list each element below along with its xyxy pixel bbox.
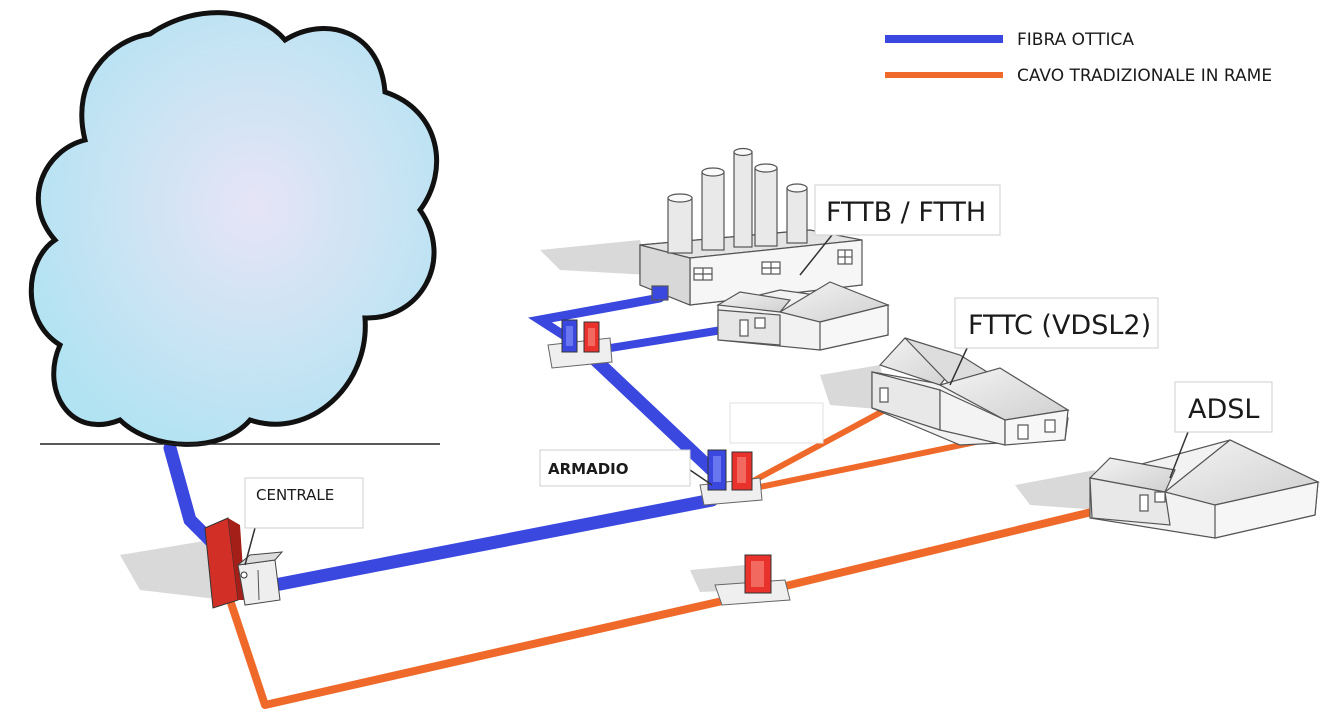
label-armadio: ARMADIO <box>548 460 628 478</box>
armadio-cabinet <box>699 449 763 506</box>
copper-cable-centrale-adsl <box>226 506 1104 709</box>
label-fttc: FTTC (VDSL2) <box>968 310 1151 341</box>
blank-callout <box>729 402 824 444</box>
centrale-building <box>204 517 284 609</box>
callout-adsl: ADSL <box>1169 381 1273 479</box>
copper-cable-armadio-fttc-1 <box>752 407 888 483</box>
street-cabinet-upper <box>547 319 613 369</box>
fiber-cable-cabinet-house <box>594 326 726 354</box>
house-small-upper <box>716 281 890 351</box>
street-cabinet-lower <box>714 554 791 606</box>
fiber-cable-armadio-cabinet <box>578 343 719 477</box>
copper-cable-armadio-fttc-2 <box>752 434 1003 491</box>
callout-fttb-ftth: FTTB / FTTH <box>799 184 1001 276</box>
legend: FIBRA OTTICA CAVO TRADIZIONALE IN RAME <box>885 30 1272 86</box>
legend-label-fiber: FIBRA OTTICA <box>1017 30 1134 50</box>
fiber-cable-centrale-armadio <box>268 493 719 592</box>
label-fttb-ftth: FTTB / FTTH <box>826 197 986 228</box>
callout-armadio: ARMADIO <box>539 449 713 487</box>
internet-cloud <box>28 10 440 447</box>
house-adsl <box>1088 439 1320 539</box>
cables <box>163 293 1104 709</box>
label-adsl: ADSL <box>1188 394 1259 425</box>
fiber-cable-cabinet-factory <box>527 293 665 343</box>
callout-centrale: CENTRALE <box>244 477 364 566</box>
legend-label-copper: CAVO TRADIZIONALE IN RAME <box>1017 66 1272 86</box>
house-fttc <box>871 337 1070 446</box>
ground-shadows <box>120 240 1100 600</box>
callout-fttc: FTTC (VDSL2) <box>949 297 1159 386</box>
label-centrale: CENTRALE <box>256 486 334 504</box>
